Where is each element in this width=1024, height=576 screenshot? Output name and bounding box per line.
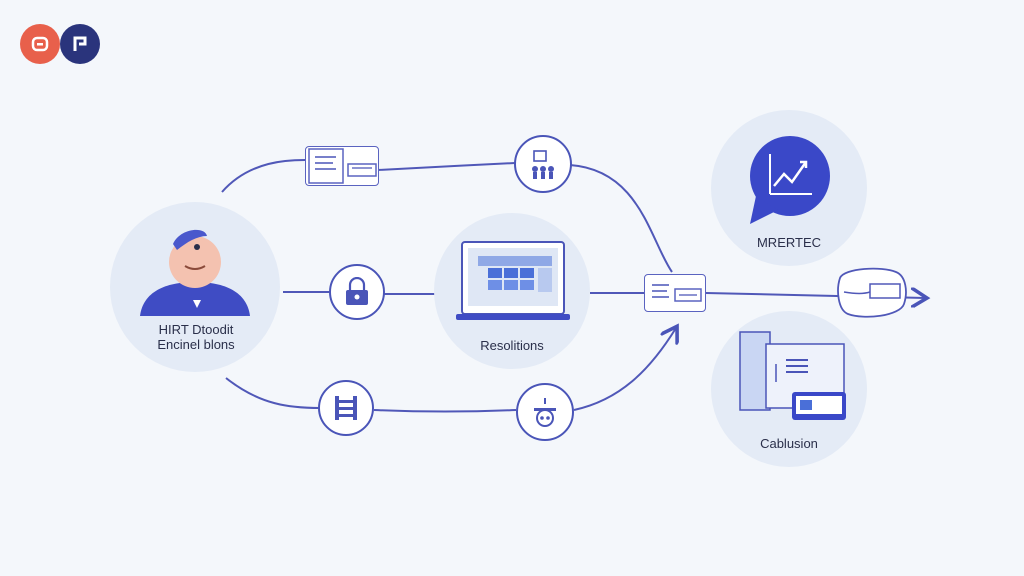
chart-people-node	[514, 135, 572, 193]
layers-node	[318, 380, 374, 436]
dashboard-icon	[739, 331, 846, 420]
robot-icon	[534, 398, 556, 427]
person-label-line2: Encinel blons	[157, 337, 235, 352]
chart-people-icon	[532, 150, 554, 179]
connector-top	[221, 159, 306, 193]
connector-bottom-curve	[573, 328, 676, 411]
robot-face-icon	[31, 36, 49, 52]
arrow-path-icon	[73, 36, 87, 51]
person-label-line1: HIRT Dtoodit	[158, 322, 234, 337]
connector-bottom-2	[373, 409, 517, 413]
brand-logo-orange	[20, 24, 60, 64]
calibration-label: Cablusion	[760, 436, 818, 451]
marketing-label: MRERTEC	[756, 235, 822, 250]
brand-logo-navy	[60, 24, 100, 64]
document-icon	[652, 284, 702, 302]
document-card-middle	[644, 274, 706, 312]
connector-bottom-1	[225, 377, 321, 409]
connector-top-2	[377, 162, 516, 171]
resolutions-label: Resolitions	[480, 338, 544, 353]
document-card-top	[305, 146, 379, 186]
lock-node	[329, 264, 385, 320]
layers-icon	[335, 396, 357, 420]
person-avatar-icon	[140, 229, 250, 316]
person-label: HIRT Dtoodit Encinel blons	[157, 322, 234, 352]
lock-icon	[346, 277, 368, 305]
connector-top-curve	[569, 164, 673, 273]
chart-bubble-icon	[750, 136, 830, 224]
laptop-icon	[456, 241, 570, 320]
document-icon	[308, 148, 377, 184]
vr-headset-icon	[837, 267, 907, 318]
robot-node	[516, 383, 574, 441]
